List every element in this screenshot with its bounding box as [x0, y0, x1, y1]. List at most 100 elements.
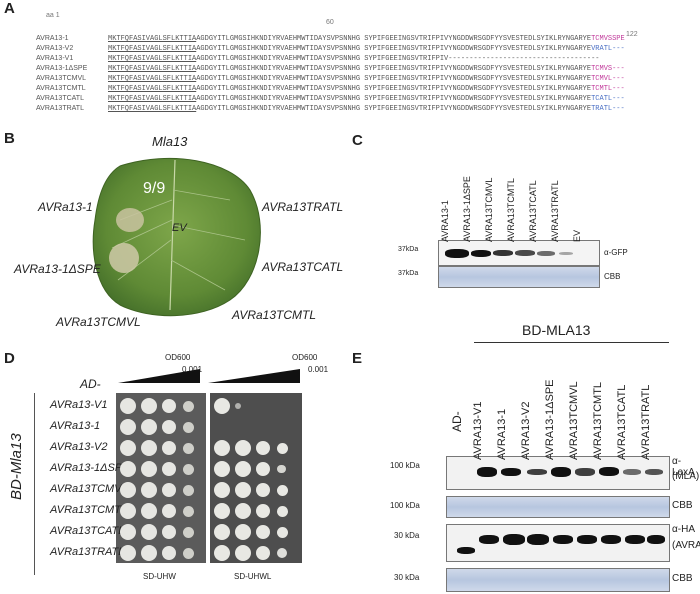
colony-spot	[235, 482, 251, 498]
colony-spot	[183, 484, 194, 496]
marker-30kda-1: 30 kDa	[394, 531, 420, 540]
blot-e-lane-label: AVRA13TRATL	[640, 384, 652, 460]
leaf-label-right-1: AVRa13TRATL	[262, 200, 344, 214]
colony-spot	[141, 398, 157, 414]
blot-e-lane-label: AVRA13-V1	[472, 401, 484, 461]
antibody-lexa: α-LexA	[672, 456, 695, 478]
alignment-row-sequence: MKTFQFASIVAGLSFLKTTIAAGDGYITLGMGSIHKNDIY…	[108, 65, 625, 73]
colony-spot	[183, 505, 194, 517]
marker-37kda-cbb: 37kDa	[398, 270, 419, 277]
bd-mla13-label: BD-Mla13	[8, 433, 25, 500]
alignment-row-sequence: MKTFQFASIVAGLSFLKTTIAAGDGYITLGMGSIHKNDIY…	[108, 85, 625, 93]
colony-spot	[162, 504, 176, 518]
lexa-blot	[446, 456, 670, 490]
colony-spot	[141, 461, 157, 477]
alignment-row-sequence: MKTFQFASIVAGLSFLKTTIAAGDGYITLGMGSIHKNDIY…	[108, 35, 625, 43]
blot-c-lane-label: AVRA13TCATL	[528, 180, 538, 242]
marker-30kda-2: 30 kDa	[394, 573, 420, 582]
colony-spot	[162, 399, 176, 413]
blot-e-lane-label: AVRA13TCMVL	[568, 381, 580, 460]
leaf-label-left-2: AVRa13-1ΔSPE	[14, 262, 101, 276]
medium-sd-uhwl: SD-UHWL	[234, 572, 272, 581]
alignment-row-name: AVRA13-V1	[36, 55, 74, 62]
yeast-row-label: AVRa13TRATL	[50, 546, 125, 558]
panel-b-label: B	[4, 130, 15, 147]
alignment-row-sequence: MKTFQFASIVAGLSFLKTTIAAGDGYITLGMGSIHKNDIY…	[108, 75, 625, 83]
od-label: OD600	[165, 353, 191, 362]
colony-spot	[277, 505, 288, 517]
leaf-title: Mla13	[152, 134, 188, 149]
colony-spot	[235, 503, 251, 519]
colony-spot	[120, 461, 136, 477]
colony-spot	[277, 484, 288, 496]
colony-spot	[120, 440, 136, 456]
colony-spot	[277, 526, 288, 538]
od-value-1: 0.001	[182, 365, 203, 374]
od-value-2: 0.001	[308, 365, 329, 374]
panel-d-label: D	[4, 350, 15, 367]
marker-100kda-2: 100 kDa	[390, 501, 420, 510]
colony-spot	[256, 483, 270, 497]
colony-spot	[141, 440, 157, 456]
colony-spot	[162, 525, 176, 539]
leaf-ev-label: EV	[172, 222, 187, 234]
colony-spot	[214, 461, 230, 477]
colony-spot	[183, 463, 194, 475]
yeast-row-label: AVRa13-1ΔSPE	[50, 462, 130, 474]
blot-c-lane-label: AVRA13-1ΔSPE	[462, 176, 472, 242]
ha-blot	[446, 524, 670, 562]
cbb-label-e2: CBB	[672, 573, 693, 584]
yeast-row-label: AVRa13-1	[50, 420, 101, 432]
colony-spot	[256, 525, 270, 539]
alignment-row-sequence: MKTFQFASIVAGLSFLKTTIAAGDGYITLGMGSIHKNDIY…	[108, 95, 625, 103]
colony-spot	[214, 503, 230, 519]
blot-e-lane-label: AVRA13TCMTL	[592, 381, 604, 460]
yeast-row-label: AVRa13-V2	[50, 441, 108, 453]
colony-spot	[183, 526, 194, 538]
antibody-ha-target: (AVRA)	[672, 540, 700, 551]
yeast-row-label: AVRa13TCMVL	[50, 483, 128, 495]
colony-spot	[235, 545, 251, 561]
alignment-row-sequence: MKTFQFASIVAGLSFLKTTIAAGDGYITLGMGSIHKNDIY…	[108, 45, 625, 53]
leaf-label-left-3: AVRa13TCMVL	[56, 315, 141, 329]
colony-spot	[256, 462, 270, 476]
colony-spot	[120, 503, 136, 519]
yeast-row-label: AVRa13TCATL	[50, 525, 125, 537]
medium-sd-uhw: SD-UHW	[143, 572, 176, 581]
colony-spot	[235, 402, 242, 410]
dilution-wedges	[118, 369, 300, 383]
alignment-row-name: AVRA13-1ΔSPE	[36, 65, 88, 72]
alignment-row-name: AVRA13-V2	[36, 45, 74, 52]
alignment-row-sequence: MKTFQFASIVAGLSFLKTTIAAGDGYITLGMGSIHKNDIY…	[108, 105, 625, 113]
leaf-image	[92, 157, 261, 317]
colony-spot	[235, 440, 251, 456]
colony-spot	[141, 545, 157, 561]
cbb-label-e1: CBB	[672, 500, 693, 511]
colony-spot	[162, 546, 176, 560]
panel-e-western-blot: BD-MLA13 AD- 100 kDa α-LexA (MLA) 100 kD…	[390, 318, 700, 594]
colony-spot	[141, 419, 157, 435]
blot-c-lane-label: AVRA13TCMVL	[484, 177, 494, 242]
alignment-row-name: AVRA13-1	[36, 35, 69, 42]
od-label-2: OD600	[292, 353, 318, 362]
colony-spot	[214, 524, 230, 540]
bd-mla13-header: BD-MLA13	[522, 322, 591, 338]
panel-a-label: A	[4, 0, 15, 17]
colony-spot	[235, 461, 251, 477]
blot-e-lane-label: AVRA13-1	[496, 408, 508, 460]
colony-spot	[214, 482, 230, 498]
ad-label-d: AD-	[80, 377, 101, 391]
blot-e-lane-label: AVRA13-V2	[520, 401, 532, 461]
position-start: aa 1	[46, 12, 60, 19]
alignment-row-name: AVRA13TCMTL	[36, 85, 86, 92]
antibody-gfp: α-GFP	[604, 248, 628, 257]
colony-spot	[141, 482, 157, 498]
colony-spot	[120, 524, 136, 540]
cbb-stain-c	[438, 266, 600, 288]
cbb-label-c: CBB	[604, 272, 621, 281]
colony-spot	[183, 400, 194, 412]
panel-e-label: E	[352, 350, 363, 367]
antibody-lexa-target: (MLA)	[672, 471, 700, 482]
